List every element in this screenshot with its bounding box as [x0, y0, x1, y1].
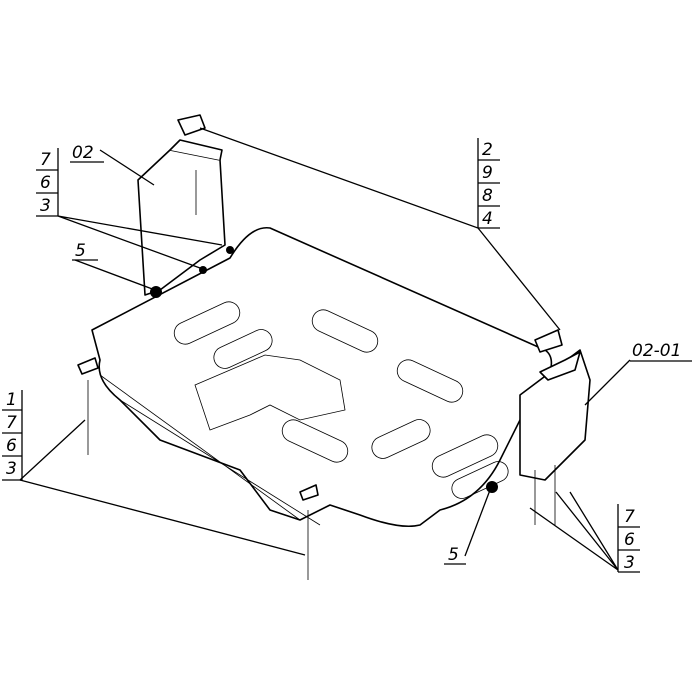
callout-5-left: 5 — [72, 241, 98, 261]
fasteners — [77, 357, 319, 580]
stack-item: 6 — [624, 530, 635, 550]
stack-item: 4 — [482, 209, 493, 229]
stack-item: 6 — [6, 436, 17, 456]
stack-item: 3 — [624, 553, 635, 573]
label-5: 5 — [448, 545, 459, 565]
callout-left-stack: 7 6 3 — [36, 148, 59, 217]
bracket-02-01 — [486, 329, 591, 525]
callout-top-right-stack: 2 9 8 4 — [477, 138, 500, 229]
stack-item: 7 — [40, 150, 51, 170]
part-label-02-01: 02-01 — [632, 341, 681, 361]
slots — [173, 301, 509, 499]
stack-item: 2 — [482, 140, 493, 160]
skid-plate — [91, 227, 553, 528]
stack-item: 7 — [6, 413, 17, 433]
stack-item: 3 — [6, 459, 17, 479]
bracket-02 — [137, 114, 234, 298]
part-label-02: 02 — [72, 143, 94, 163]
callout-bottom-left-stack: 1 7 6 3 — [2, 390, 23, 481]
callout-5-bottom: 5 — [444, 545, 466, 565]
stack-item: 6 — [40, 173, 51, 193]
callout-02: 02 — [70, 143, 104, 163]
stack-item: 3 — [40, 196, 51, 216]
callout-02-01: 02-01 — [630, 341, 692, 362]
callout-bottom-right-stack: 7 6 3 — [617, 504, 640, 573]
stack-item: 8 — [482, 186, 493, 206]
stack-item: 1 — [6, 390, 17, 410]
label-5: 5 — [75, 241, 86, 261]
stack-item: 7 — [624, 507, 635, 527]
stack-item: 9 — [482, 163, 493, 183]
